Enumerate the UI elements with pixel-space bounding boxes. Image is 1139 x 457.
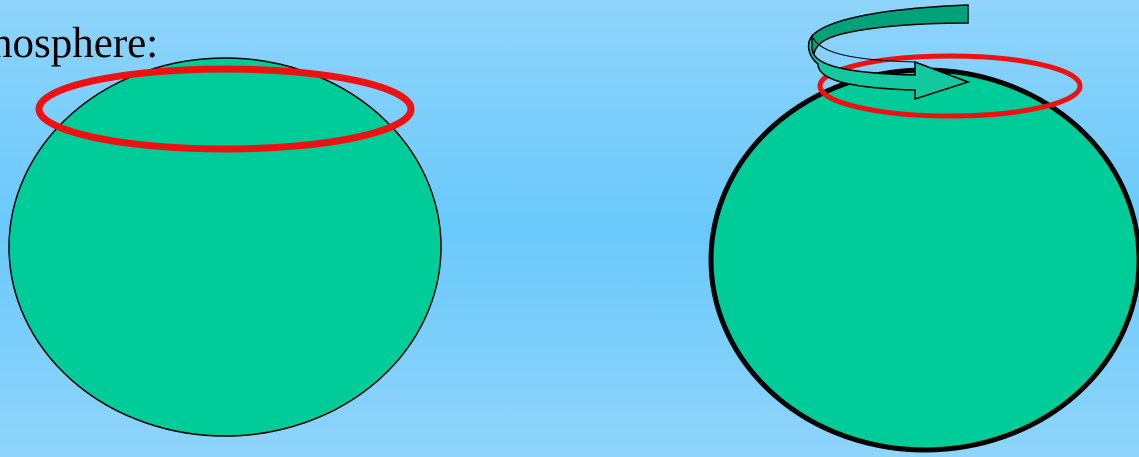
slide-text-fragment: nosphere: bbox=[0, 20, 158, 67]
left-planet bbox=[9, 58, 441, 436]
right-planet bbox=[711, 70, 1139, 450]
